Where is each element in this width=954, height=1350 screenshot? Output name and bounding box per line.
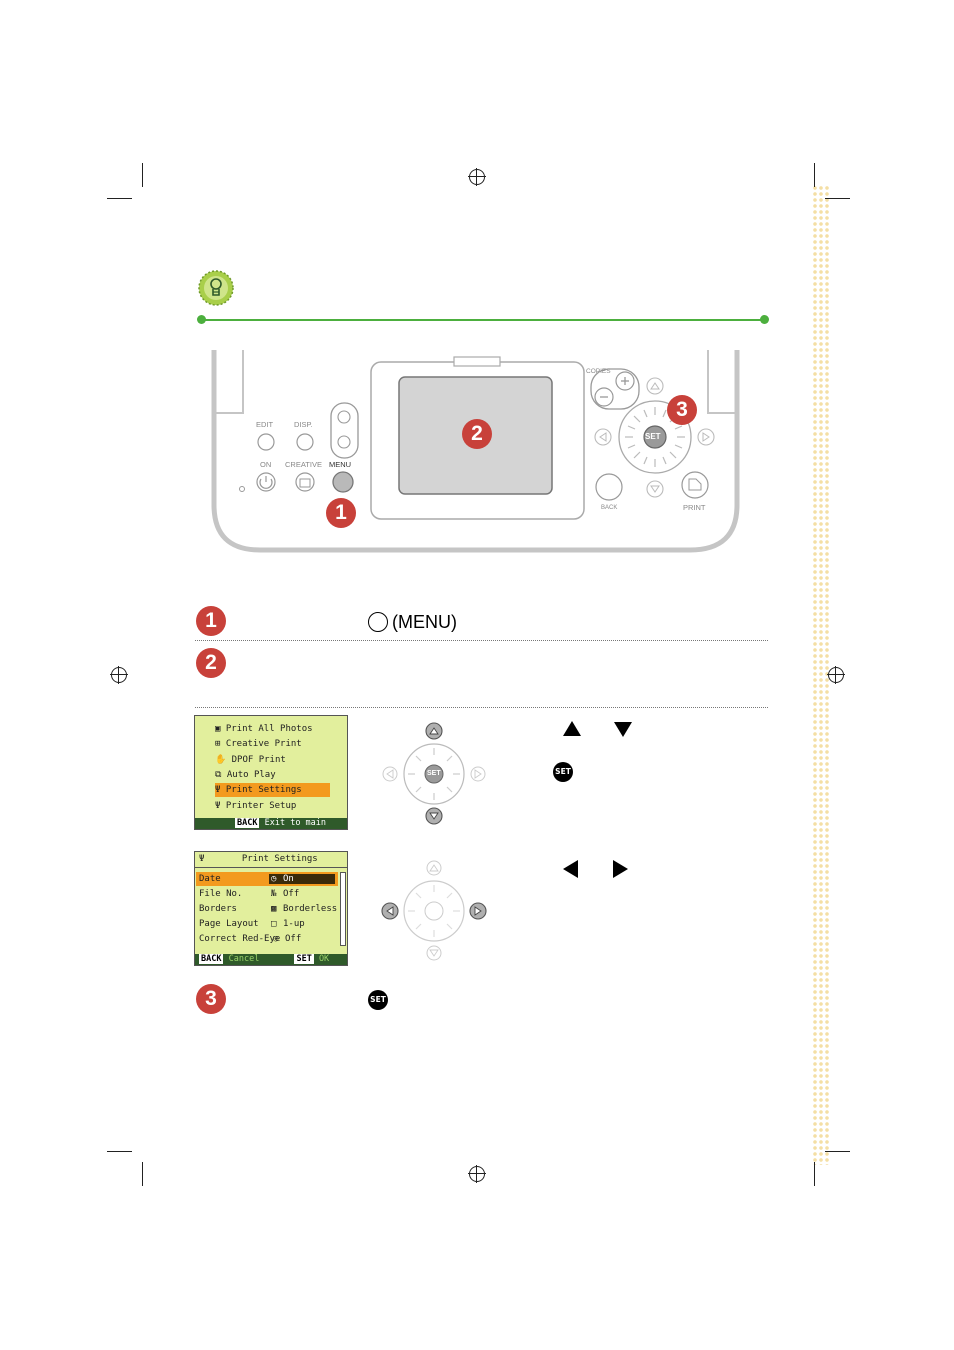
creative-button-label: CREATIVE — [285, 460, 322, 469]
registration-mark-icon — [468, 168, 486, 186]
creative-print-icon: ⊞ — [215, 739, 226, 749]
back-button-label: BACK — [601, 505, 618, 511]
red-eye-icon: ◎ — [273, 934, 279, 944]
settings-title-bar: Ψ Print Settings — [195, 852, 347, 868]
dial-set-label: SET — [645, 432, 661, 441]
registration-mark-icon — [468, 1165, 486, 1183]
copies-label: COPIES — [586, 368, 611, 375]
step-1-button-label: (MENU) — [392, 612, 457, 632]
auto-play-icon: ⧉ — [215, 770, 227, 780]
step-2-number: 2 — [196, 648, 226, 678]
step-divider — [195, 640, 768, 641]
registration-mark-icon — [110, 666, 128, 684]
cancel-text: Cancel — [228, 954, 260, 964]
menu-button-label: MENU — [329, 460, 352, 469]
left-arrow-icon — [563, 860, 578, 878]
dpof-icon: ✋ — [215, 755, 232, 765]
set-key-badge: SET — [294, 954, 314, 964]
borders-icon: ▩ — [271, 904, 277, 914]
settings-title: Print Settings — [241, 854, 318, 864]
printer-body-outline — [211, 350, 740, 553]
lcd-main-menu-screen: ▣ Print All Photos ⊞ Creative Print ✋ DP… — [194, 715, 348, 830]
clock-icon: ◷ — [271, 874, 277, 884]
line-endpoint-dot — [760, 315, 769, 324]
menu-highlight — [215, 783, 330, 797]
section-divider-line — [202, 319, 765, 321]
lcd-print-settings-screen: Ψ Print Settings Date ◷ On File No. № Of… — [194, 851, 348, 966]
callout-3: 3 — [667, 395, 697, 425]
dotted-margin-stripe — [812, 185, 830, 1165]
ok-text: OK — [318, 954, 330, 964]
table-row: Page Layout □ 1-up — [199, 917, 339, 932]
lcd-footer: BACK Exit to main display — [195, 818, 347, 829]
list-item: ✋ DPOF Print — [215, 755, 286, 765]
footer-text: Exit to main display — [264, 818, 327, 828]
up-arrow-icon — [563, 721, 581, 736]
list-item: ⊞ Creative Print — [215, 739, 302, 749]
print-settings-icon: Ψ — [215, 785, 226, 795]
set-button-icon: SET — [368, 990, 388, 1010]
table-row: File No. № Off — [199, 887, 339, 902]
crop-mark — [825, 198, 850, 199]
dpad-set-label: SET — [427, 770, 441, 777]
layout-icon: □ — [271, 919, 277, 929]
crop-mark — [107, 198, 132, 199]
menu-button-icon — [368, 612, 388, 632]
crop-mark — [825, 1151, 850, 1152]
right-arrow-icon — [613, 860, 628, 878]
printer-setup-icon: Ψ — [215, 801, 226, 811]
value-highlight — [269, 874, 335, 884]
crop-mark — [814, 1162, 815, 1186]
crop-mark — [814, 163, 815, 187]
list-item: ⧉ Auto Play — [215, 770, 276, 780]
print-all-icon: ▣ — [215, 724, 226, 734]
lcd-footer: BACK Cancel SET OK — [195, 954, 347, 965]
print-settings-icon: Ψ — [199, 854, 205, 864]
crop-mark — [142, 163, 143, 187]
step-divider — [195, 707, 768, 708]
crop-mark — [107, 1151, 132, 1152]
file-no-icon: № — [271, 889, 277, 899]
list-item: Ψ Print Settings — [215, 785, 302, 795]
on-button-label: ON — [260, 460, 272, 469]
table-row: Borders ▩ Borderless — [199, 902, 339, 917]
set-button-icon: SET — [553, 762, 573, 782]
list-item: Ψ Printer Setup — [215, 801, 297, 811]
back-key-badge: BACK — [235, 818, 260, 828]
table-row: Date ◷ On — [199, 872, 339, 887]
printer-illustration: EDIT DISP. ON CREATIVE MENU COPIES BACK … — [205, 345, 750, 560]
lightbulb-hint-icon — [198, 270, 234, 306]
dpad-left-right-illustration — [381, 860, 487, 961]
callout-1: 1 — [326, 498, 356, 528]
crop-mark — [142, 1162, 143, 1186]
disp-button-label: DISP. — [294, 420, 313, 429]
line-endpoint-dot — [197, 315, 206, 324]
step-1-number: 1 — [196, 606, 226, 636]
back-key-badge: BACK — [199, 954, 224, 964]
dpad-up-down-illustration — [382, 722, 486, 825]
callout-2: 2 — [462, 419, 492, 449]
edit-button-label: EDIT — [256, 420, 274, 429]
step-3-number: 3 — [196, 984, 226, 1014]
list-item: ▣ Print All Photos — [215, 724, 313, 734]
print-button-label: PRINT — [683, 503, 706, 512]
scrollbar — [340, 872, 346, 946]
table-row: Correct Red-Eye ◎ Off — [199, 932, 339, 947]
down-arrow-icon — [614, 722, 632, 737]
registration-mark-icon — [827, 666, 845, 684]
